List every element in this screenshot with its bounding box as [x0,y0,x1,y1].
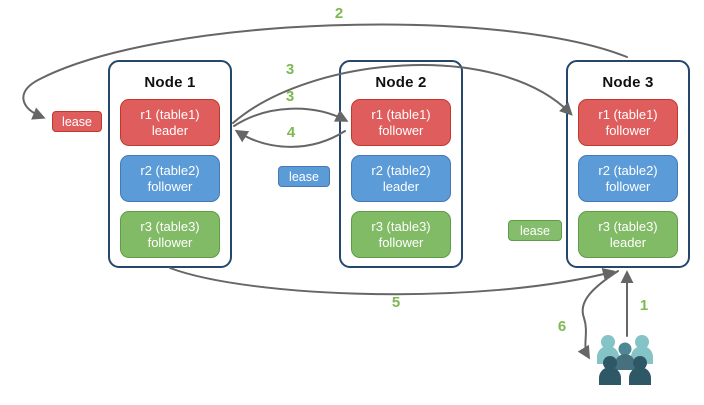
replica-name: r1 (table1) [140,106,200,122]
node-1-replica-r1: r1 (table1) leader [120,99,220,146]
replica-name: r3 (table3) [140,218,200,234]
lease-badge-table1: lease [52,111,102,132]
step-label-3a: 3 [285,61,295,78]
replica-role: follower [605,178,651,194]
replica-role: follower [147,234,193,250]
node-3-replica-r1: r1 (table1) follower [578,99,678,146]
step-label-4: 4 [286,124,296,141]
node-2: Node 2 r1 (table1) follower r2 (table2) … [339,60,463,268]
node-1: Node 1 r1 (table1) leader r2 (table2) fo… [108,60,232,268]
replica-role: leader [382,178,420,194]
replica-role: follower [378,122,424,138]
users-group-icon [597,335,653,385]
replica-role: leader [609,234,647,250]
arrow-step5-node1-to-node3 [169,267,616,296]
node-2-replica-r3: r3 (table3) follower [351,211,451,258]
replica-role: follower [605,122,651,138]
replica-name: r1 (table1) [371,106,431,122]
step-label-1: 1 [639,297,649,314]
node-2-replica-r2: r2 (table2) leader [351,155,451,202]
node-2-title: Node 2 [375,74,427,91]
step-label-2: 2 [334,5,344,22]
node-3: Node 3 r1 (table1) follower r2 (table2) … [566,60,690,268]
node-1-replica-r3: r3 (table3) follower [120,211,220,258]
step-label-6: 6 [557,318,567,335]
replica-name: r2 (table2) [598,162,658,178]
replica-name: r3 (table3) [371,218,431,234]
node-1-replica-r2: r2 (table2) follower [120,155,220,202]
step-label-5: 5 [391,294,401,311]
replica-role: follower [147,178,193,194]
lease-badge-table3: lease [508,220,562,241]
replica-name: r2 (table2) [140,162,200,178]
node-3-replica-r3: r3 (table3) leader [578,211,678,258]
replica-name: r3 (table3) [598,218,658,234]
replica-role: leader [151,122,189,138]
node-3-title: Node 3 [602,74,654,91]
step-label-3b: 3 [285,88,295,105]
replica-role: follower [378,234,424,250]
lease-badge-table2: lease [278,166,330,187]
replica-name: r1 (table1) [598,106,658,122]
replica-name: r2 (table2) [371,162,431,178]
node-2-replica-r1: r1 (table1) follower [351,99,451,146]
node-3-replica-r2: r2 (table2) follower [578,155,678,202]
node-1-title: Node 1 [144,74,196,91]
